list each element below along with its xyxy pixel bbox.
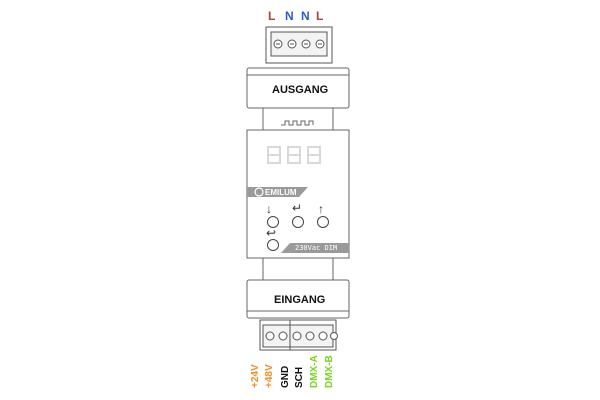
brand-label: EMILUM xyxy=(265,188,297,197)
down-arrow-icon: ↓ xyxy=(266,202,272,216)
bottom-terminal-block xyxy=(259,319,338,351)
terminal-label-24v: +24V xyxy=(250,364,261,388)
input-label: EINGANG xyxy=(274,294,326,306)
terminal-label-dmx-b: DMX-B xyxy=(324,355,335,388)
back-arrow-icon: ↩ xyxy=(266,226,277,240)
display-digits xyxy=(267,146,321,164)
top-terminal-marker-2: N xyxy=(285,9,294,23)
top-terminal-marker-3: N xyxy=(301,9,310,23)
up-arrow-icon: ↑ xyxy=(318,202,324,216)
output-label: AUSGANG xyxy=(272,84,329,96)
down-button[interactable] xyxy=(267,216,279,228)
enter-arrow-icon: ↵ xyxy=(292,201,303,215)
top-terminal-block xyxy=(265,26,333,64)
top-terminal-marker-1: L xyxy=(268,9,276,23)
up-button[interactable] xyxy=(317,216,329,228)
terminal-label-sch: SCH xyxy=(294,366,305,388)
back-button[interactable] xyxy=(267,239,279,251)
terminal-label-48v: +48V xyxy=(264,364,275,388)
enter-button[interactable] xyxy=(292,216,304,228)
terminal-label-gnd: GND xyxy=(280,365,291,388)
top-terminal-marker-4: L xyxy=(316,9,324,23)
model-label: 230Vac DIM xyxy=(295,244,338,252)
terminal-label-dmx-a: DMX-A xyxy=(309,355,320,388)
